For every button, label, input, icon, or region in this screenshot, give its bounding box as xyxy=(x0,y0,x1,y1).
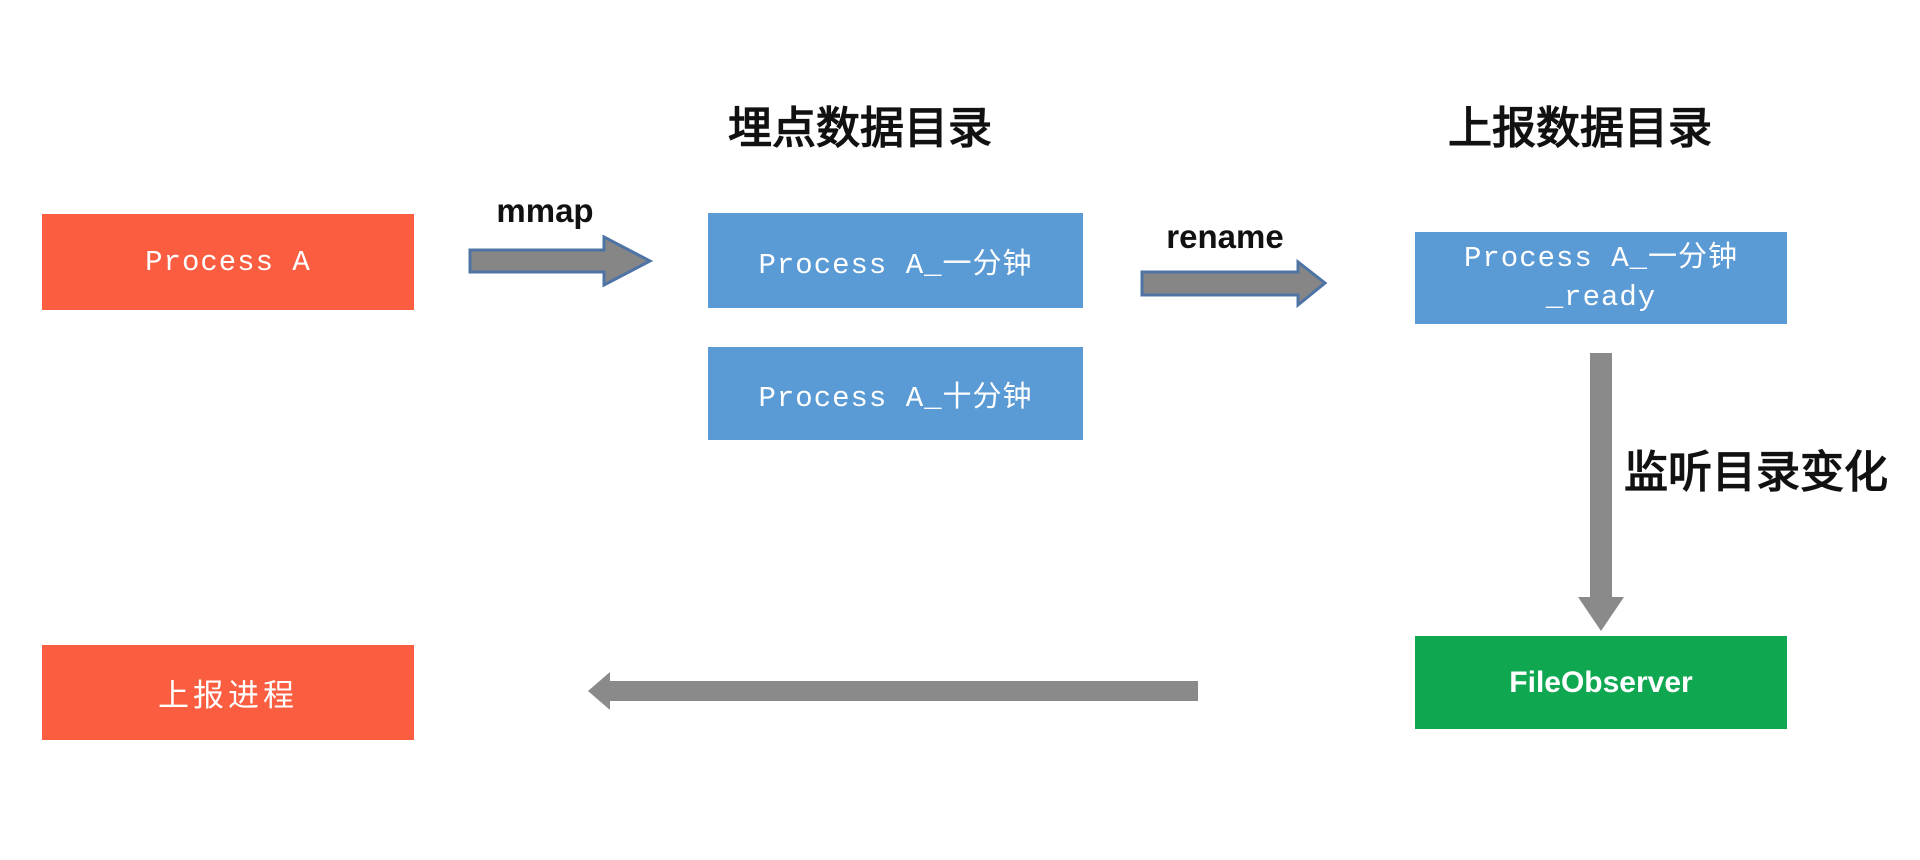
watch-directory-label: 监听目录变化 xyxy=(1624,448,1888,497)
rename-arrow-label: rename xyxy=(1166,218,1284,255)
mmap-arrow-label: mmap xyxy=(496,192,594,229)
mmap-arrow xyxy=(468,234,654,288)
rename-arrow xyxy=(1140,258,1328,309)
node-one-minute-file: Process A_一分钟 xyxy=(708,213,1083,308)
node-file-observer: FileObserver xyxy=(1415,636,1787,729)
node-one-minute-ready-file: Process A_一分钟 _ready xyxy=(1415,232,1787,324)
ready-file-label-line2: _ready xyxy=(1545,281,1657,314)
report-directory-title: 上报数据目录 xyxy=(1448,104,1712,153)
tracking-directory-title: 埋点数据目录 xyxy=(728,104,992,153)
node-report-process: 上报进程 xyxy=(42,645,414,740)
watch-directory-arrow xyxy=(1578,353,1624,631)
notify-arrow xyxy=(588,672,1198,710)
node-ten-minute-file: Process A_十分钟 xyxy=(708,347,1083,440)
ready-file-label-line1: Process A_一分钟 xyxy=(1463,241,1739,275)
node-process-a: Process A xyxy=(42,214,414,310)
